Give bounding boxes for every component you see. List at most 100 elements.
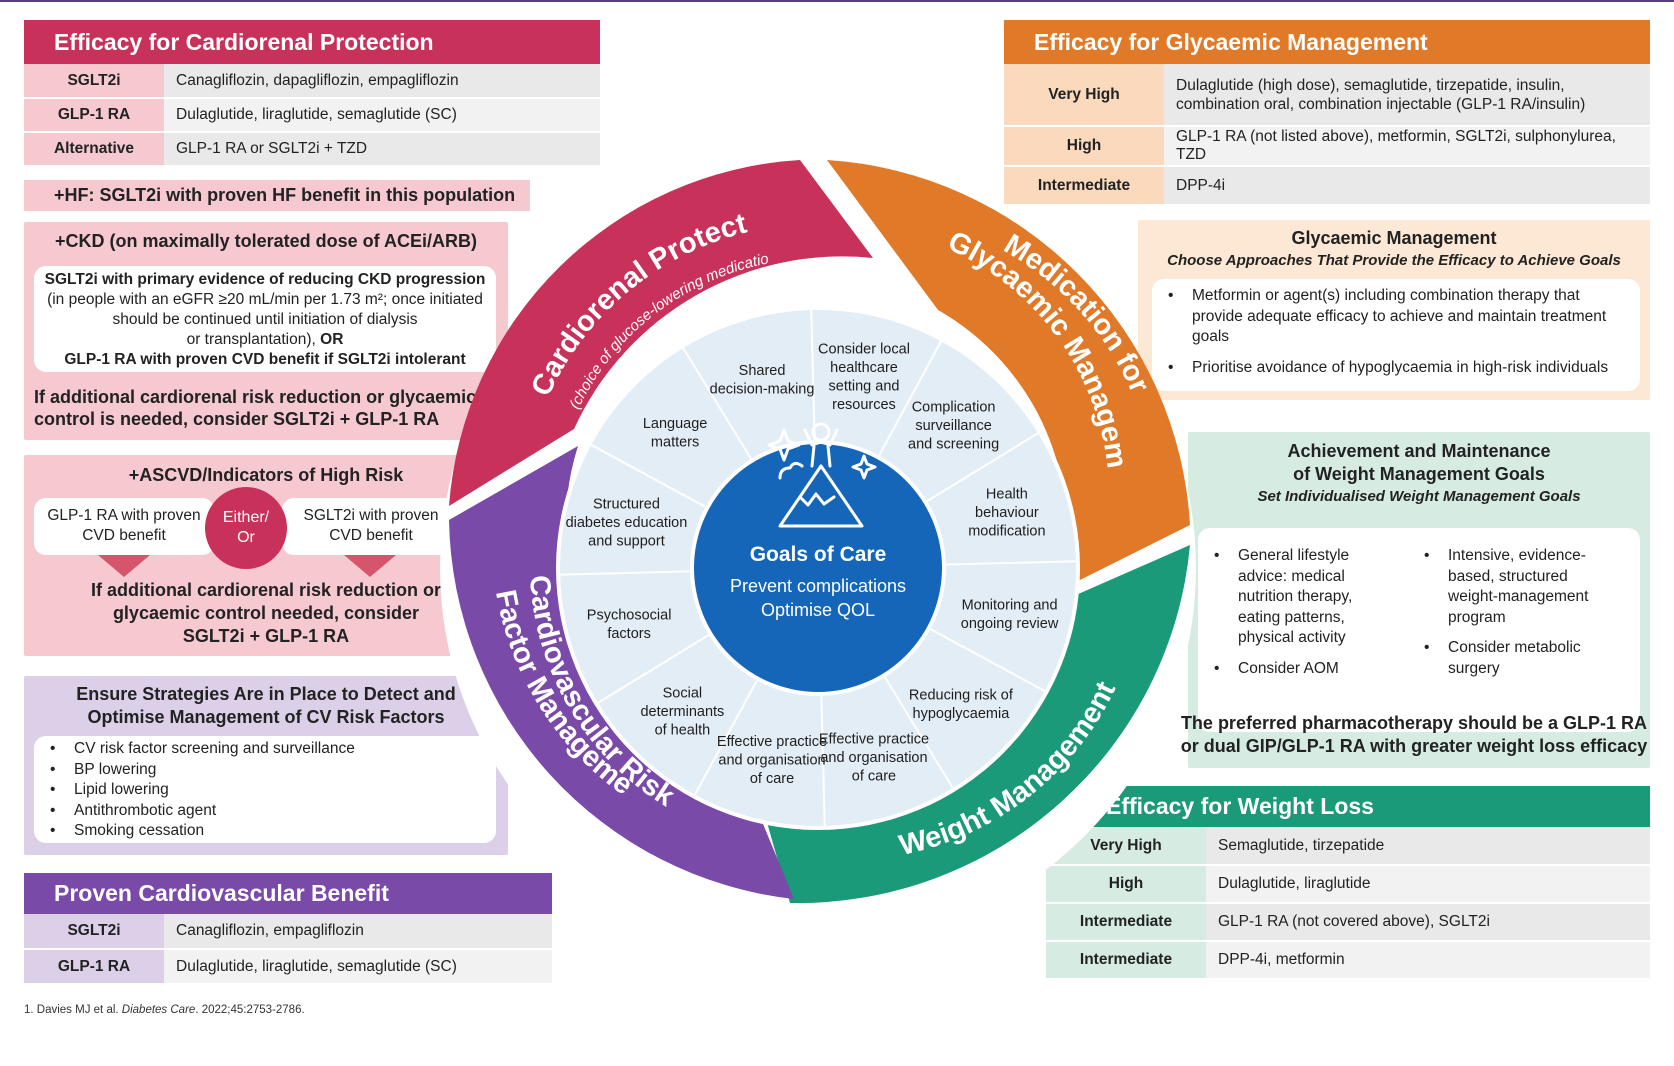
option-line: CVD benefit: [82, 527, 166, 544]
table-row: GLP-1 RA Dulaglutide, liraglutide, semag…: [24, 98, 600, 133]
sector-divider: [945, 560, 1078, 566]
drug-list: Semaglutide, tirzepatide: [1206, 827, 1650, 866]
weight-goals-panel: Achievement and Maintenance of Weight Ma…: [1188, 432, 1650, 768]
footnote-text: 1. Davies MJ et al.: [24, 1004, 122, 1016]
sector-label-line: ongoing review: [961, 616, 1059, 632]
drug-list: DPP-4i: [1164, 166, 1650, 206]
list-item: Intensive, evidence-based, structured we…: [1424, 546, 1594, 628]
sector-label-line: and organisation: [718, 753, 825, 769]
sector-label-line: determinants: [640, 704, 724, 720]
ascvd-additional-line: If additional cardiorenal risk reduction…: [90, 580, 442, 600]
sector-divider: [693, 680, 758, 797]
arrow-down-icon: [344, 555, 396, 577]
ckd-or: OR: [320, 331, 344, 348]
sector-label-line: hypoglycaemia: [913, 706, 1011, 722]
drug-list: Dulaglutide (high dose), semaglutide, ti…: [1164, 64, 1650, 127]
ascvd-additional: If additional cardiorenal risk reduction…: [24, 579, 508, 648]
weight-loss-table: Very High Semaglutide, tirzepatide High …: [1046, 827, 1650, 980]
sector-divider: [589, 443, 706, 508]
sector-label-line: Psychosocial: [587, 608, 672, 624]
footnote: 1. Davies MJ et al. Diabetes Care. 2022;…: [24, 1004, 305, 1016]
drug-list: GLP-1 RA or SGLT2i + TZD: [164, 132, 600, 167]
sector-label-line: resources: [832, 397, 896, 413]
ckd-recommendation-box: SGLT2i with primary evidence of reducing…: [34, 266, 496, 372]
sector-label: Social determinants of health: [640, 685, 724, 738]
sector-label-line: and organisation: [820, 750, 927, 766]
table-row: GLP-1 RA Dulaglutide, liraglutide, semag…: [24, 949, 552, 985]
glycaemic-efficacy-table: Very High Dulaglutide (high dose), semag…: [1004, 64, 1650, 206]
table-row: SGLT2i Canagliflozin, dapagliflozin, emp…: [24, 64, 600, 99]
sector-label-line: Monitoring and: [962, 598, 1058, 614]
hf-note: +HF: SGLT2i with proven HF benefit in th…: [24, 180, 530, 211]
table-row: Very High Semaglutide, tirzepatide: [1046, 827, 1650, 866]
ascvd-title: +ASCVD/Indicators of High Risk: [128, 465, 404, 485]
weight-goals-subtitle: Set Individualised Weight Management Goa…: [1257, 488, 1581, 505]
sector-label-line: and screening: [908, 437, 999, 453]
ckd-detail: (in people with an eGFR ≥20 mL/min per 1…: [47, 291, 483, 308]
glycaemic-efficacy-title: Efficacy for Glycaemic Management: [1004, 20, 1650, 64]
sector-label-line: Shared: [739, 363, 786, 379]
top-rule: [0, 0, 1674, 2]
weight-goals-list-right: Intensive, evidence-based, structured we…: [1408, 546, 1594, 679]
sector-label-line: healthcare: [830, 360, 898, 376]
glycaemic-management-panel: Glycaemic Management Choose Approaches T…: [1138, 220, 1650, 400]
glycaemic-efficacy-panel: Efficacy for Glycaemic Management Very H…: [1004, 20, 1650, 206]
drug-class: GLP-1 RA: [24, 98, 164, 133]
table-row: Intermediate DPP-4i, metformin: [1046, 941, 1650, 980]
arrow-down-icon: [98, 555, 150, 577]
cardiorenal-efficacy-title: Efficacy for Cardiorenal Protection: [24, 20, 600, 64]
list-item: Consider AOM: [1214, 659, 1394, 680]
ckd-additional: If additional cardiorenal risk reduction…: [34, 386, 504, 430]
sector-label-line: of health: [655, 722, 711, 738]
sector-divider: [878, 339, 943, 456]
sector-label-line: diabetes education: [566, 515, 688, 531]
ascvd-panel: +ASCVD/Indicators of High Risk GLP-1 RA …: [24, 455, 508, 656]
drug-class: GLP-1 RA: [24, 949, 164, 985]
segment-glycaemic: [827, 160, 1190, 590]
list-item: Antithrombotic agent: [50, 801, 496, 822]
list-item: General lifestyle advice: medical nutrit…: [1214, 546, 1394, 649]
sector-label-line: Complication: [912, 400, 996, 416]
sector-label-line: surveillance: [915, 418, 992, 434]
ckd-alternative: GLP-1 RA with proven CVD benefit if SGLT…: [64, 351, 466, 368]
weight-loss-title: Efficacy for Weight Loss: [1046, 786, 1650, 827]
preferred-line: The preferred pharmacotherapy should be …: [1180, 713, 1648, 733]
glycaemic-management-subtitle: Choose Approaches That Provide the Effic…: [1167, 252, 1621, 269]
weight-loss-panel: Efficacy for Weight Loss Very High Semag…: [1046, 786, 1650, 980]
list-item: Smoking cessation: [50, 821, 496, 842]
preferred-pharmacotherapy: The preferred pharmacotherapy should be …: [1168, 712, 1660, 758]
list-item: Metformin or agent(s) including combinat…: [1168, 286, 1626, 348]
cv-risk-list: CV risk factor screening and surveillanc…: [34, 739, 496, 842]
sector-dividers: [558, 308, 1078, 828]
ckd-detail: should be continued until initiation of …: [112, 311, 418, 328]
drug-list-line: Dulaglutide (high dose), semaglutide, ti…: [1176, 76, 1565, 94]
cv-risk-list-box: CV risk factor screening and surveillanc…: [34, 736, 496, 843]
either-or-badge: Either/ Or: [205, 487, 287, 569]
cv-risk-title-line: Ensure Strategies Are in Place to Detect…: [76, 684, 456, 704]
ckd-detail: or transplantation), OR: [34, 330, 496, 350]
sector-label-line: Consider local: [818, 342, 910, 358]
list-item: Prioritise avoidance of hypoglycaemia in…: [1168, 358, 1626, 379]
drug-list: Dulaglutide, liraglutide, semaglutide (S…: [164, 98, 600, 133]
efficacy-level: Very High: [1004, 64, 1164, 127]
efficacy-level: Intermediate: [1046, 903, 1206, 942]
ascvd-option-sglt2i: SGLT2i with proven CVD benefit: [282, 498, 460, 555]
mountain-person-icon: [767, 422, 877, 528]
table-row: Alternative GLP-1 RA or SGLT2i + TZD: [24, 132, 600, 167]
center-circle: [694, 444, 942, 692]
center-line: Optimise QOL: [761, 600, 875, 620]
glycaemic-management-list-box: Metformin or agent(s) including combinat…: [1152, 279, 1640, 391]
weight-goals-list-left: General lifestyle advice: medical nutrit…: [1198, 546, 1394, 679]
proven-cv-table: SGLT2i Canagliflozin, empagliflozin GLP-…: [24, 914, 552, 985]
cv-risk-panel: Ensure Strategies Are in Place to Detect…: [24, 676, 508, 855]
center-line: Prevent complications: [730, 576, 906, 596]
center-title: Goals of Care: [750, 543, 887, 566]
table-row: Intermediate GLP-1 RA (not covered above…: [1046, 903, 1650, 942]
sector-label-line: Social: [663, 685, 703, 701]
glycaemic-management-list: Metformin or agent(s) including combinat…: [1152, 286, 1626, 378]
